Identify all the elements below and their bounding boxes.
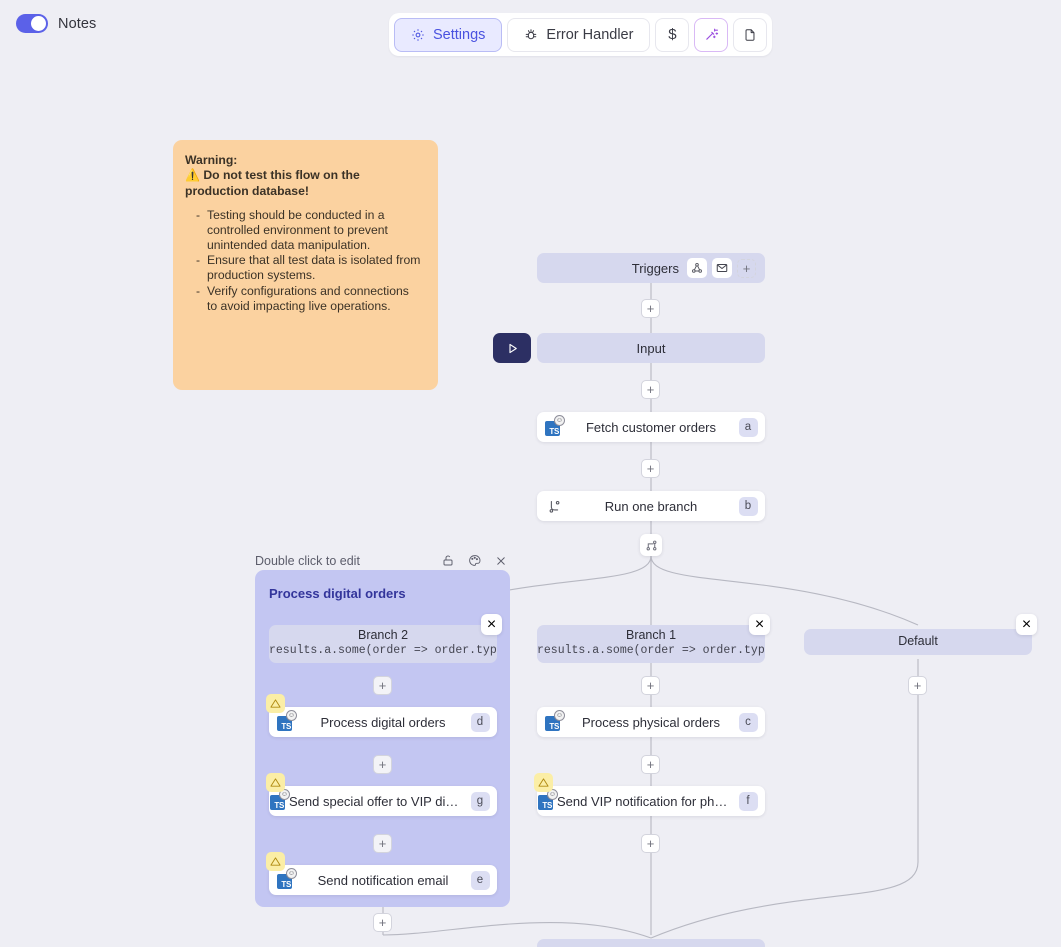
dollar-icon: $ [668, 26, 677, 43]
node-label: Process digital orders [320, 714, 446, 730]
node-label: Process physical orders [582, 714, 720, 730]
triggers-label: Triggers [631, 260, 679, 276]
node-process-digital-orders[interactable]: TS☺ Process digital orders d [269, 707, 497, 737]
warning-note-card[interactable]: Warning: ⚠️ Do not test this flow on the… [173, 140, 438, 390]
node-badge: e [470, 870, 490, 890]
cost-button[interactable]: $ [655, 17, 690, 52]
settings-button[interactable]: Settings [394, 17, 503, 52]
node-badge: a [738, 417, 758, 437]
typescript-icon: TS☺ [545, 710, 565, 731]
merge-node[interactable] [537, 939, 765, 947]
node-badge: f [738, 791, 758, 811]
close-icon[interactable] [495, 555, 507, 567]
note-bullet: Ensure that all test data is isolated fr… [196, 253, 422, 283]
node-badge: d [470, 712, 490, 732]
branch-expression: results.a.some(order => order.type [537, 643, 765, 657]
envelope-icon[interactable] [712, 258, 732, 278]
warning-icon[interactable] [266, 694, 285, 713]
warning-icon[interactable] [534, 773, 553, 792]
branch-name: Default [898, 633, 938, 648]
node-run-one-branch[interactable]: Run one branch b [537, 491, 765, 521]
note-bullet-list: Testing should be conducted in a control… [185, 208, 422, 314]
unlock-icon[interactable] [442, 554, 454, 567]
error-handler-button[interactable]: Error Handler [507, 17, 651, 52]
typescript-icon: TS☺ [277, 868, 297, 889]
branch-expression: results.a.some(order => order.type [269, 643, 497, 657]
add-step-button[interactable]: + [641, 676, 660, 695]
node-badge: b [738, 496, 758, 516]
add-trigger-button[interactable]: + [737, 258, 756, 278]
add-step-button[interactable]: + [641, 299, 660, 318]
remove-branch-button[interactable]: × [481, 614, 502, 635]
node-label: Run one branch [604, 498, 698, 514]
node-label: Send VIP notification for physical... [557, 793, 731, 809]
input-node[interactable]: Input [537, 333, 765, 363]
file-icon [743, 28, 757, 42]
toolbar-button-group: Settings Error Handler $ [389, 13, 773, 56]
add-step-button[interactable]: + [641, 755, 660, 774]
note-bullet: Testing should be conducted in a control… [196, 208, 422, 253]
palette-icon[interactable] [468, 554, 481, 567]
branch-condition-node-default[interactable]: Default [804, 629, 1032, 655]
notes-toggle-group[interactable]: Notes [16, 14, 96, 33]
group-container-process-digital-orders[interactable]: Process digital orders [255, 570, 510, 907]
add-step-button[interactable]: + [373, 755, 392, 774]
error-handler-button-label: Error Handler [546, 26, 634, 43]
branch-condition-node-1[interactable]: Branch 1 results.a.some(order => order.t… [537, 625, 765, 663]
add-step-button[interactable]: + [641, 459, 660, 478]
add-step-button[interactable]: + [373, 913, 392, 932]
warning-emoji: ⚠️ [185, 168, 200, 183]
node-fetch-customer-orders[interactable]: TS ☺ Fetch customer orders a [537, 412, 765, 442]
trigger-icon-group: + [687, 258, 765, 278]
branch-name: Branch 2 [357, 628, 409, 642]
typescript-icon: TS☺ [270, 789, 290, 810]
typescript-icon: TS☺ [277, 710, 297, 731]
input-label: Input [636, 340, 666, 356]
note-subheading: Do not test this flow on the production … [185, 168, 360, 198]
bug-icon [524, 28, 538, 42]
triggers-node[interactable]: Triggers + [537, 253, 765, 283]
add-step-button[interactable]: + [908, 676, 927, 695]
warning-icon[interactable] [266, 852, 285, 871]
add-step-button[interactable]: + [641, 834, 660, 853]
group-title: Process digital orders [269, 586, 406, 601]
branch-icon [549, 500, 559, 513]
add-step-button[interactable]: + [373, 834, 392, 853]
toggle-knob [31, 16, 46, 31]
run-flow-button[interactable] [493, 333, 531, 363]
group-header[interactable]: Double click to edit [255, 552, 510, 569]
node-send-notification-email[interactable]: TS☺ Send notification email e [269, 865, 497, 895]
node-process-physical-orders[interactable]: TS☺ Process physical orders c [537, 707, 765, 737]
typescript-icon: TS☺ [538, 789, 558, 810]
webhook-icon[interactable] [687, 258, 707, 278]
node-label: Fetch customer orders [585, 419, 717, 435]
magic-wand-icon [704, 27, 719, 42]
node-badge: g [470, 791, 490, 811]
note-heading: Warning: [185, 153, 238, 167]
node-label: Send notification email [317, 872, 449, 888]
branch-split-icon[interactable] [640, 534, 662, 556]
top-toolbar: Notes Settings Error Handler $ [0, 0, 1061, 60]
notes-toggle[interactable] [16, 14, 48, 33]
warning-icon[interactable] [266, 773, 285, 792]
node-send-special-offer-vip[interactable]: TS☺ Send special offer to VIP digital c.… [269, 786, 497, 816]
add-step-button[interactable]: + [641, 380, 660, 399]
node-badge: c [738, 712, 758, 732]
docs-button[interactable] [733, 17, 768, 52]
node-label: Send special offer to VIP digital c... [289, 793, 463, 809]
note-bullet: Verify configurations and connections to… [196, 284, 422, 314]
node-send-vip-notification-physical[interactable]: TS☺ Send VIP notification for physical..… [537, 786, 765, 816]
settings-button-label: Settings [433, 26, 486, 43]
gear-icon [411, 28, 425, 42]
branch-name: Branch 1 [625, 628, 677, 642]
group-header-hint: Double click to edit [255, 553, 360, 568]
typescript-icon: TS ☺ [545, 415, 565, 436]
remove-branch-button[interactable]: × [1016, 614, 1037, 635]
notes-toggle-label: Notes [58, 15, 97, 32]
remove-branch-button[interactable]: × [749, 614, 770, 635]
add-step-button[interactable]: + [373, 676, 392, 695]
branch-condition-node-2[interactable]: Branch 2 results.a.some(order => order.t… [269, 625, 497, 663]
ai-assist-button[interactable] [694, 17, 729, 52]
